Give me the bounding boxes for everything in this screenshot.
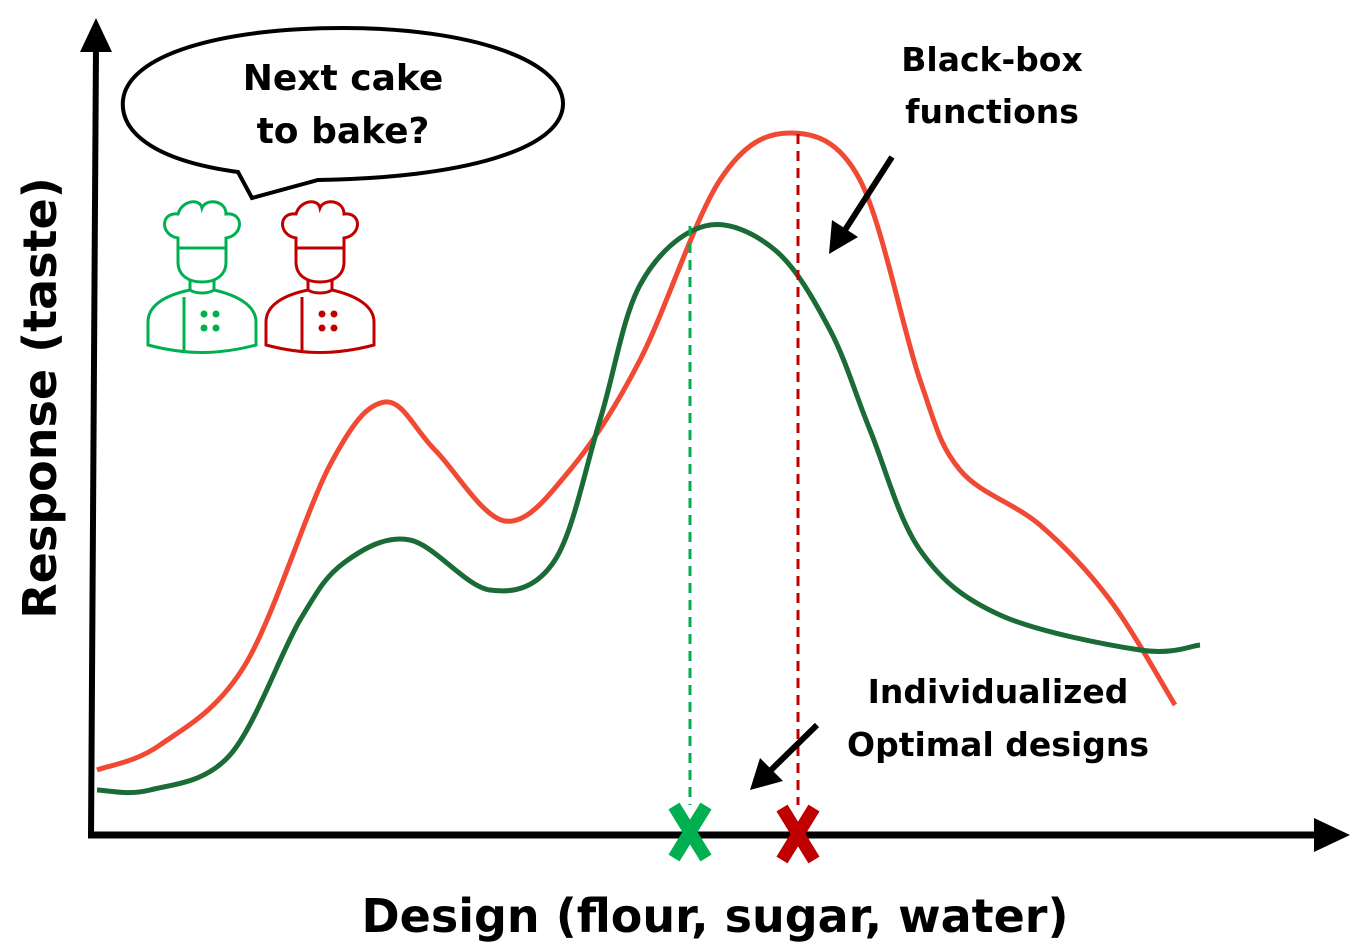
designs-arrow [750,722,820,790]
y-axis [80,18,112,839]
designs-label-1: Individualized [868,672,1129,711]
x-axis [88,818,1350,852]
y-axis-label: Response (taste) [13,177,67,619]
red-response-curve [96,130,1178,773]
designs-label-2: Optimal designs [847,725,1149,764]
bubble-line-1: Next cake [243,58,444,99]
green-chef-icon [146,200,258,354]
red-chef-icon [264,200,376,354]
y-axis-arrowhead [80,18,112,52]
green-optimum-x-mark [668,802,712,862]
x-axis-label: Design (flour, sugar, water) [361,889,1068,943]
black-box-label-1: Black-box [901,40,1083,79]
x-axis-arrowhead [1314,818,1350,852]
speech-bubble: Next cake to bake? [120,25,566,201]
black-box-arrow [829,155,895,254]
black-box-label-2: functions [905,92,1079,131]
bubble-line-2: to bake? [257,111,430,152]
green-response-curve [96,222,1201,796]
red-optimum-x-mark [776,804,820,864]
